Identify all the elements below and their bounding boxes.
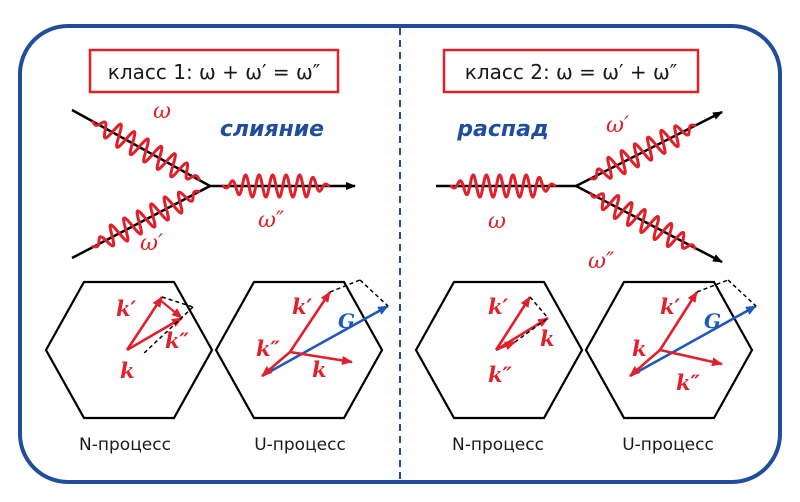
vector-k — [289, 350, 353, 365]
label-omega-in-top: ω — [153, 99, 171, 124]
outer-frame — [18, 24, 782, 484]
label-omega-out-bottom: ω″ — [588, 249, 615, 274]
u-process-right: k′ G k k″ U-процесс — [584, 279, 757, 455]
n-process-right: k′ k k″ N-процесс — [414, 280, 584, 455]
dashed-guide — [359, 279, 389, 307]
wave-in-bottom-squiggle — [90, 189, 202, 249]
label-k-double-prime: k″ — [488, 362, 513, 387]
vector-k-prime — [125, 296, 164, 351]
u-process-caption: U-процесс — [254, 435, 346, 455]
dashed-guide — [161, 296, 194, 308]
label-omega-out: ω″ — [258, 208, 285, 233]
label-k-double-prime: k″ — [676, 370, 701, 395]
right-panel: класс 2: ω = ω′ + ω″ распад ω ω′ ω″ k′ k… — [414, 48, 757, 455]
n-process-left: k′ k″ k N-процесс — [44, 280, 214, 455]
process-word-merge: слияние — [220, 117, 324, 142]
vector-g — [629, 304, 757, 378]
label-k-double-prime: k″ — [256, 336, 281, 361]
wave-out-squiggle — [220, 173, 332, 199]
n-process-caption: N-процесс — [452, 435, 544, 455]
label-k: k — [632, 336, 647, 361]
class-2-box — [442, 48, 700, 94]
dashed-guide — [141, 306, 194, 356]
dashed-guide — [529, 296, 549, 319]
vector-k — [629, 349, 661, 377]
n-process-caption: N-процесс — [79, 435, 171, 455]
vector-k-double-prime — [495, 340, 516, 352]
label-k: k — [120, 358, 135, 383]
u-process-caption: U-процесс — [622, 435, 714, 455]
label-k-prime: k′ — [488, 294, 509, 319]
label-omega-in-bottom: ω′ — [140, 231, 163, 256]
wave-in-squiggle — [448, 173, 558, 199]
label-omega-out-top: ω′ — [606, 113, 629, 138]
label-omega-in: ω — [488, 209, 506, 234]
vector-k-prime — [288, 291, 332, 353]
label-k-prime: k′ — [116, 296, 137, 321]
brillouin-zone-hexagon — [214, 280, 384, 420]
wave-out-bottom-squiggle — [588, 191, 698, 251]
vector-k-double-prime — [159, 299, 183, 319]
u-process-left: k′ G k″ k U-процесс — [214, 279, 389, 455]
label-k: k — [540, 326, 555, 351]
vector-k-double-prime — [261, 351, 291, 377]
label-g: G — [338, 309, 355, 333]
process-word-decay: распад — [456, 117, 548, 142]
label-g: G — [704, 309, 721, 333]
dashed-guide — [329, 279, 361, 293]
left-panel: класс 1: ω + ω′ = ω″ слияние ω ω′ ω″ k′ … — [44, 48, 389, 455]
dashed-guide — [727, 279, 757, 307]
dashed-guide — [696, 279, 729, 293]
class-2-label: класс 2: ω = ω′ + ω″ — [465, 60, 678, 84]
brillouin-zone-hexagon — [414, 280, 584, 420]
label-k-double-prime: k″ — [165, 328, 190, 353]
class-1-label: класс 1: ω + ω′ = ω″ — [108, 60, 321, 84]
wave-in-top-squiggle — [90, 119, 202, 182]
brillouin-zone-hexagon — [584, 280, 754, 420]
vector-k-double-prime — [659, 348, 723, 367]
wave-out-top-squiggle — [588, 123, 698, 181]
vector-k — [126, 316, 183, 352]
brillouin-zone-hexagon — [44, 280, 214, 420]
class-1-box — [88, 48, 340, 94]
vector-k-prime — [494, 296, 532, 351]
vector-k-prime — [658, 291, 699, 351]
label-k-prime: k′ — [292, 294, 313, 319]
label-k: k — [312, 357, 327, 382]
vector-g — [261, 304, 389, 378]
label-k-prime: k′ — [660, 294, 681, 319]
